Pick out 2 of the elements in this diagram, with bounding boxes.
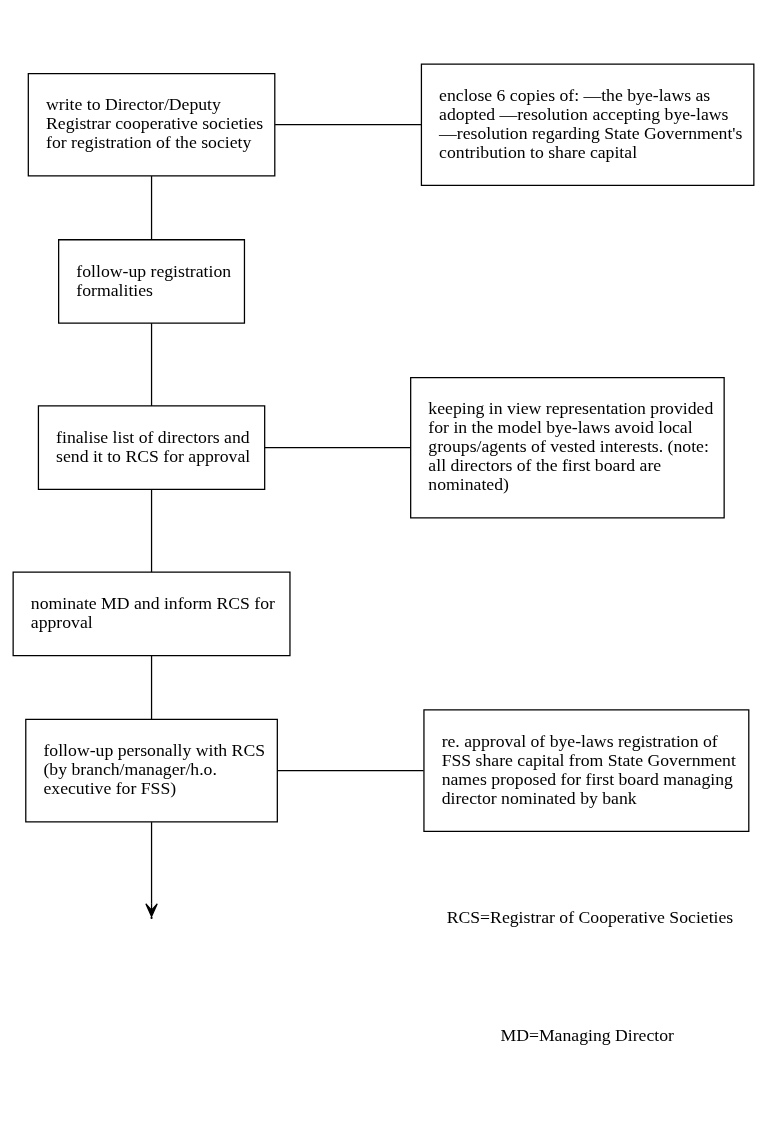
label: MD=Managing Director	[500, 1025, 674, 1046]
label: RCS=Registrar of Cooperative Societies	[446, 906, 734, 927]
